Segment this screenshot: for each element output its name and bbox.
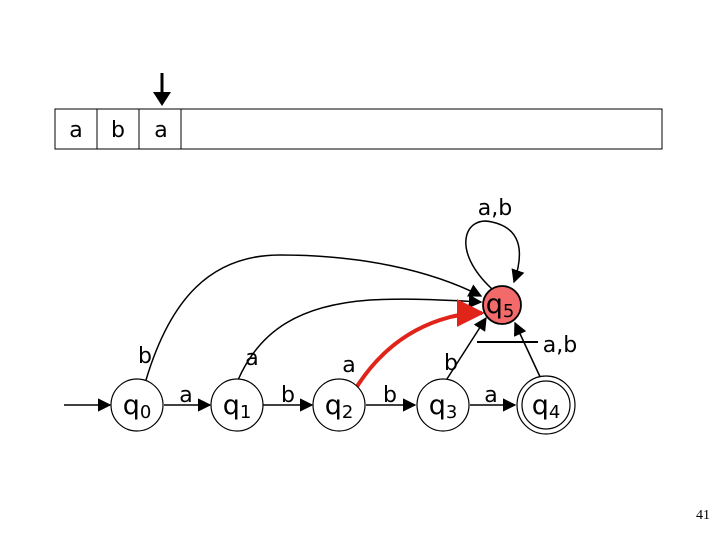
page-number: 41 <box>696 508 710 523</box>
state-q3: q3 <box>416 378 470 432</box>
label-q1-q2: b <box>281 383 295 408</box>
tape-cell-3: a <box>154 118 167 143</box>
tape-cell-2: b <box>111 118 125 143</box>
state-q1: q1 <box>210 378 264 432</box>
state-q1-label: q1 <box>223 390 252 423</box>
state-q5-label: q5 <box>486 289 515 322</box>
edge-q2-q5-active <box>354 299 485 390</box>
label-q0-q1: a <box>179 383 192 408</box>
tape-border <box>54 108 663 150</box>
edge-q1-q5 <box>237 294 483 381</box>
label-q1-q5: a <box>245 346 258 371</box>
label-q0-q5: b <box>138 344 152 369</box>
label-q3-q5: b <box>444 351 458 376</box>
label-q4-q5: a,b <box>543 333 577 358</box>
tape-head-arrow-icon <box>153 73 171 106</box>
label-q3-q4: a <box>484 383 497 408</box>
label-q2-q3: b <box>383 383 397 408</box>
state-q0: q0 <box>110 378 164 432</box>
edge-q4-q5 <box>514 321 543 382</box>
state-q4-label: q4 <box>532 390 561 423</box>
edge-q0-q5 <box>145 254 483 381</box>
edge-q5-loop <box>465 220 525 290</box>
edge-q3-q5 <box>444 316 487 383</box>
state-q3-label: q3 <box>429 390 458 423</box>
tape: a b a <box>54 108 663 150</box>
state-q5-active: q5 <box>482 285 522 325</box>
state-q0-label: q0 <box>123 390 152 423</box>
state-q4: q4 <box>516 375 576 435</box>
state-q2-label: q2 <box>325 390 354 423</box>
label-q2-q5: a <box>342 353 355 378</box>
label-q5-loop: a,b <box>478 196 512 221</box>
tape-cell-1: a <box>69 118 82 143</box>
state-q2: q2 <box>312 378 366 432</box>
